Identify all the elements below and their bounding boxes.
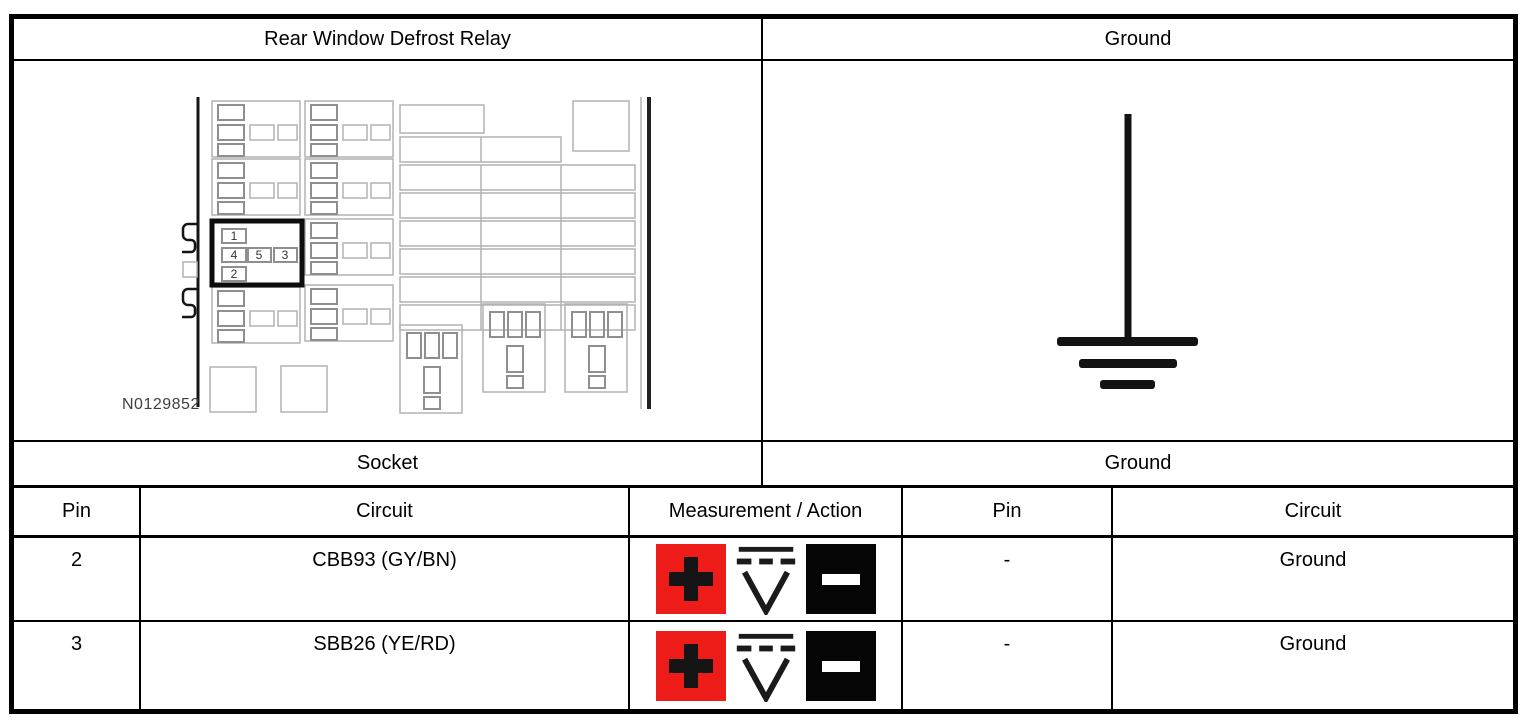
- pin-right-header: Pin: [903, 488, 1113, 535]
- circuit-value: SBB26 (YE/RD): [141, 622, 630, 709]
- pin-left-header: Pin: [14, 488, 141, 535]
- relay-socket-highlight: 1 4 5 3 2: [209, 218, 305, 288]
- title-row: Rear Window Defrost Relay Ground: [14, 19, 1513, 61]
- measurement-action-cell: [630, 622, 903, 709]
- mounting-clip-icon: [180, 287, 200, 319]
- ground-symbol-cell: [763, 61, 1513, 440]
- ground-symbol: [1057, 114, 1198, 389]
- relay-pin-3: 3: [282, 248, 289, 262]
- relay-pin-4: 4: [231, 248, 238, 262]
- ground-section-label: Ground: [1104, 452, 1172, 474]
- image-row: 1 4 5 3 2: [14, 61, 1513, 442]
- ground-circuit-value: Ground: [1279, 549, 1347, 571]
- positive-probe-icon: [655, 544, 726, 614]
- fuse-box-diagram: 1 4 5 3 2: [122, 97, 651, 414]
- table-row: 2 CBB93 (GY/BN): [14, 538, 1513, 622]
- positive-probe-icon: [655, 630, 726, 701]
- ground-pin-value: -: [903, 622, 1113, 709]
- pin-value: 3: [14, 622, 141, 709]
- ground-title: Ground: [1104, 27, 1172, 50]
- dc-voltmeter-icon: [736, 633, 795, 702]
- negative-probe-icon: [805, 630, 876, 701]
- ground-circuit-value: Ground: [1279, 633, 1347, 655]
- negative-probe-icon: [805, 544, 876, 614]
- column-header-row: Pin Circuit Measurement / Action Pin Cir…: [14, 488, 1513, 538]
- circuit-value: CBB93 (GY/BN): [141, 538, 630, 620]
- section-row: Socket Ground: [14, 442, 1513, 488]
- socket-section-label: Socket: [14, 442, 763, 485]
- ground-pin-value: -: [903, 538, 1113, 620]
- pin-value: 2: [14, 538, 141, 620]
- measurement-table: Rear Window Defrost Relay Ground: [9, 14, 1518, 714]
- dc-voltmeter-icon: [736, 546, 795, 615]
- circuit-right-header: Circuit: [1284, 500, 1342, 522]
- measurement-action-header: Measurement / Action: [630, 488, 903, 535]
- relay-title: Rear Window Defrost Relay: [14, 19, 763, 59]
- relay-pin-2: 2: [231, 267, 238, 281]
- fuse-box-diagram-cell: 1 4 5 3 2: [14, 61, 763, 440]
- circuit-left-header: Circuit: [141, 488, 630, 535]
- relay-pin-5: 5: [256, 248, 263, 262]
- relay-pin-1: 1: [231, 229, 238, 243]
- diagram-ref-label: N0129852: [122, 396, 200, 413]
- mounting-clip-icon: [180, 222, 200, 254]
- table-row: 3 SBB26 (YE/RD): [14, 622, 1513, 709]
- measurement-action-cell: [630, 538, 903, 620]
